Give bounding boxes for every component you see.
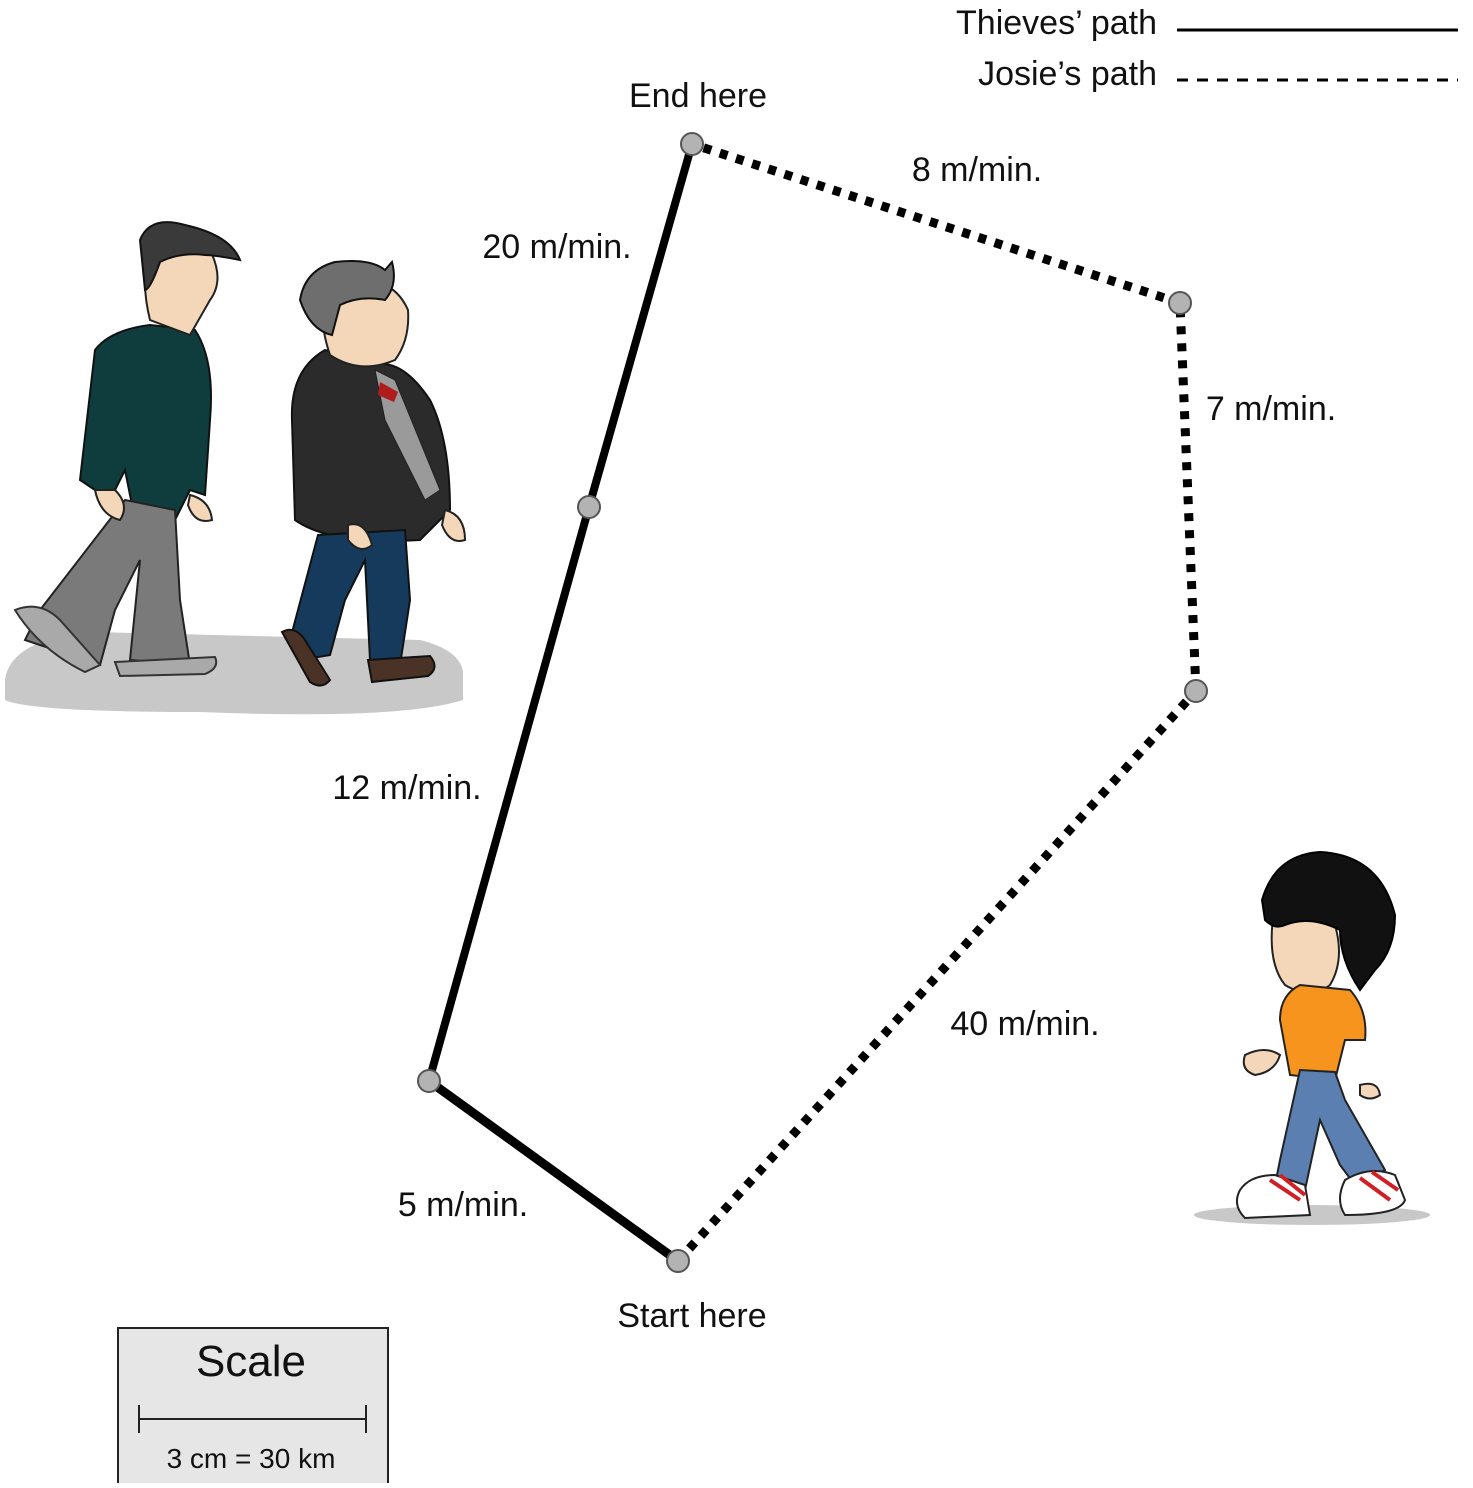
josie-segment-3 (690, 139, 1182, 308)
josie-node-1 (1184, 679, 1208, 703)
scale-box: Scale 3 cm = 30 km (117, 1327, 389, 1488)
thieves-node-1 (417, 1069, 441, 1093)
thieves-speed-2: 12 m/min. (332, 769, 481, 807)
legend: Thieves’ path Josie’s path (956, 4, 1458, 93)
end-label: End here (629, 77, 767, 115)
josie-segment-2 (1175, 302, 1201, 692)
thieves-segment-1 (426, 1077, 681, 1265)
josie-segment-1 (674, 687, 1200, 1265)
end-node (680, 132, 704, 156)
thieves-speed-3: 20 m/min. (482, 228, 631, 266)
thieves-path (425, 142, 696, 1265)
thieves-segment-3 (585, 142, 696, 509)
josie-node-2 (1168, 291, 1192, 315)
josie-speed-1: 40 m/min. (950, 1005, 1099, 1043)
thieves-speed-1: 5 m/min. (398, 1186, 528, 1224)
legend-josie-label: Josie’s path (978, 55, 1157, 93)
thieves-node-2 (577, 495, 601, 519)
josie-speed-2: 7 m/min. (1206, 390, 1336, 428)
thief-left-figure (13, 221, 242, 678)
two-men-walking-illustration (5, 221, 467, 715)
start-label: Start here (617, 1297, 766, 1335)
girl-walking-illustration (1194, 850, 1430, 1225)
josie-speed-3: 8 m/min. (912, 151, 1042, 189)
thieves-segment-2 (425, 505, 593, 1083)
josie-path (674, 139, 1201, 1265)
scale-equation: 3 cm = 30 km (167, 1443, 336, 1474)
scale-box-frame (117, 1327, 389, 1488)
path-nodes (417, 132, 1208, 1273)
thief-right-figure (280, 259, 467, 687)
start-node (666, 1249, 690, 1273)
scale-title: Scale (196, 1337, 306, 1386)
legend-thieves-label: Thieves’ path (956, 4, 1157, 42)
